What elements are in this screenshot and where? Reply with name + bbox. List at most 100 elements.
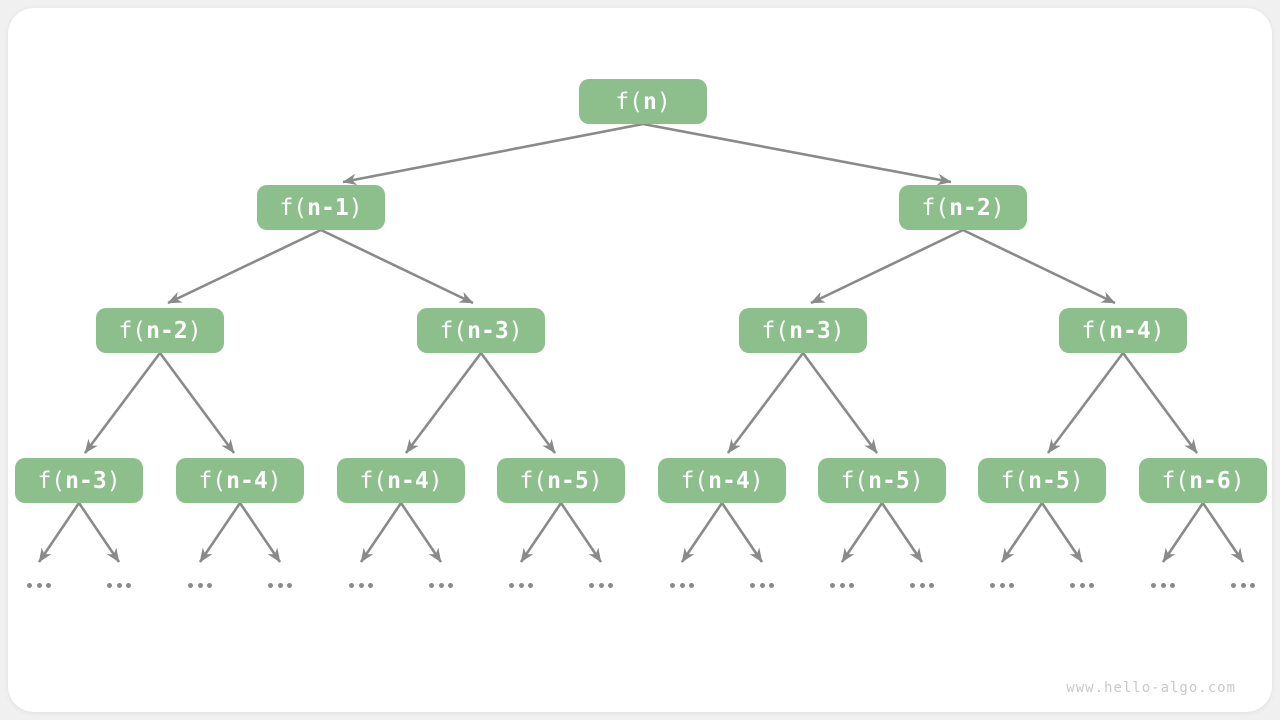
tree-node-l4-6: f(n-5) (978, 458, 1106, 503)
dot (36, 582, 42, 588)
edge-arrow (198, 502, 242, 563)
node-label-var: n-1 (307, 194, 349, 221)
node-label-post: ) (1230, 467, 1245, 494)
edge-arrow (359, 502, 403, 563)
node-label-pre: f( (1161, 467, 1190, 494)
node-label-var: n-4 (1109, 317, 1151, 344)
edge-arrow (1040, 502, 1084, 563)
dot (126, 582, 131, 588)
dot (769, 582, 774, 588)
node-label-post: ) (106, 467, 121, 494)
dot (287, 582, 292, 588)
dot (268, 582, 273, 588)
node-label-var: n-3 (467, 317, 509, 344)
edge-arrow (399, 502, 443, 563)
node-label-var: n-4 (387, 467, 429, 494)
tree-node-l4-4: f(n-4) (658, 458, 786, 503)
node-label-var: n-5 (547, 467, 589, 494)
dot (679, 582, 685, 588)
dot (910, 582, 915, 588)
node-label-post: ) (267, 467, 282, 494)
dot (1151, 582, 1156, 588)
node-label-pre: f( (37, 467, 66, 494)
edge-arrow (962, 228, 1116, 305)
node-label-post: ) (909, 467, 924, 494)
edge-arrow (519, 502, 563, 563)
ellipsis-dots (1070, 582, 1094, 588)
node-label-post: ) (990, 194, 1005, 221)
tree-node-l4-1: f(n-4) (176, 458, 304, 503)
node-label-post: ) (1150, 317, 1165, 344)
ellipsis-dots (509, 582, 533, 588)
node-label-pre: f( (118, 317, 147, 344)
dot (188, 582, 193, 588)
ellipsis-dots (589, 582, 613, 588)
node-label-var: n (642, 88, 657, 115)
edge-arrow (404, 352, 483, 454)
dot (759, 582, 765, 588)
dot (750, 582, 755, 588)
node-label-pre: f( (680, 467, 709, 494)
dot (349, 582, 354, 588)
tree-node-l4-3: f(n-5) (497, 458, 625, 503)
node-label-post: ) (187, 317, 202, 344)
dot (1160, 582, 1166, 588)
node-label-pre: f( (921, 194, 950, 221)
dot (107, 582, 112, 588)
edge-arrow (83, 352, 162, 454)
node-label-pre: f( (198, 467, 227, 494)
ellipsis-dots (1231, 582, 1255, 588)
node-label-pre: f( (279, 194, 308, 221)
dot (598, 582, 604, 588)
node-label-var: n-2 (949, 194, 991, 221)
edge-arrow (158, 352, 236, 454)
dot (1240, 582, 1246, 588)
edge-arrow (37, 502, 81, 563)
node-label-pre: f( (1000, 467, 1029, 494)
tree-node-l4-0: f(n-3) (15, 458, 143, 503)
edge-arrow (320, 228, 474, 305)
dot (1231, 582, 1236, 588)
dot (999, 582, 1005, 588)
dot (438, 582, 444, 588)
tree-node-l3-2: f(n-3) (739, 308, 867, 353)
dot (990, 582, 995, 588)
tree-node-l4-7: f(n-6) (1139, 458, 1267, 503)
node-label-var: n-3 (789, 317, 831, 344)
dot (368, 582, 373, 588)
node-label-post: ) (749, 467, 764, 494)
node-label-var: n-5 (1028, 467, 1070, 494)
dot (197, 582, 203, 588)
dot (509, 582, 514, 588)
node-label-var: n-2 (146, 317, 188, 344)
ellipsis-dots (750, 582, 774, 588)
edge-arrow (680, 502, 724, 563)
ellipsis-dots (910, 582, 934, 588)
edge-arrow (77, 502, 121, 563)
dot (46, 582, 51, 588)
dot (839, 582, 845, 588)
edge-arrow (810, 228, 964, 305)
tree-node-l2-1: f(n-2) (899, 185, 1027, 230)
edge-arrow (642, 122, 952, 186)
dot (518, 582, 524, 588)
ellipsis-dots (107, 582, 131, 588)
node-label-post: ) (588, 467, 603, 494)
tree-node-l3-0: f(n-2) (96, 308, 224, 353)
ellipsis-dots (349, 582, 373, 588)
edge-arrow (167, 228, 322, 305)
dot (670, 582, 675, 588)
node-label-post: ) (428, 467, 443, 494)
node-label-post: ) (348, 194, 363, 221)
edge-arrow (238, 502, 282, 563)
node-label-var: n-5 (868, 467, 910, 494)
node-label-pre: f( (1081, 317, 1110, 344)
node-label-post: ) (1069, 467, 1084, 494)
node-label-post: ) (508, 317, 523, 344)
node-label-post: ) (656, 88, 671, 115)
ellipsis-dots (429, 582, 453, 588)
edge-arrow (726, 352, 805, 454)
ellipsis-dots (1151, 582, 1175, 588)
dot (116, 582, 122, 588)
edge-arrow (840, 502, 884, 563)
